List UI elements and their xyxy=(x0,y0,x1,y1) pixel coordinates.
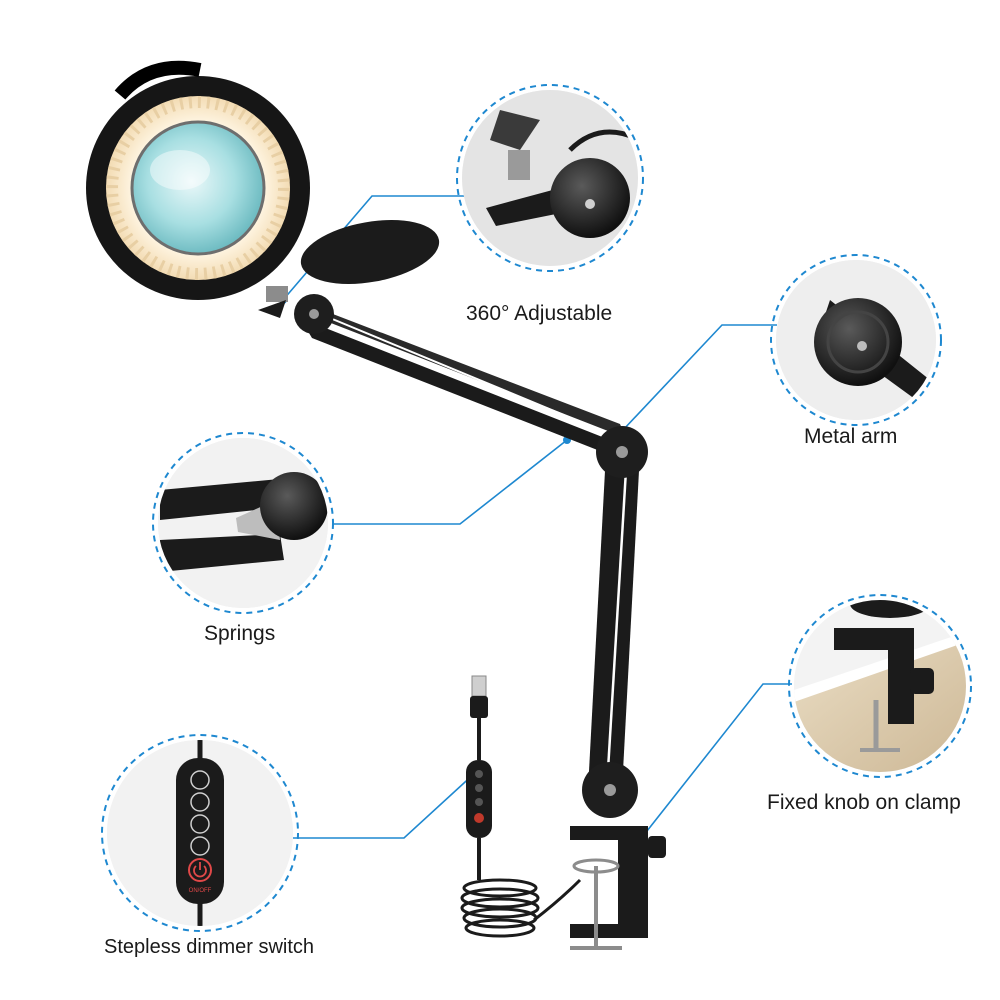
detail-circle-adjustable xyxy=(456,84,644,272)
power-icon xyxy=(188,858,212,882)
clamp-body xyxy=(618,826,648,938)
callout-lines xyxy=(282,195,792,851)
detail-circle-metal-arm xyxy=(770,254,942,426)
brightness-up-icon xyxy=(190,770,210,790)
caption-springs: Springs xyxy=(204,622,276,645)
lamp-head xyxy=(86,60,440,318)
color-temp-icon xyxy=(190,814,210,834)
callout-line-knob xyxy=(631,683,792,851)
timer-icon xyxy=(190,836,210,856)
detail-circle-dimmer: ON/OFF xyxy=(101,734,299,932)
caption-adjustable: 360° Adjustable xyxy=(466,302,613,325)
power-label: ON/OFF xyxy=(189,888,212,894)
lamp-arm xyxy=(294,294,666,950)
usb-plug xyxy=(471,675,487,697)
power-cable xyxy=(460,675,582,938)
clamp-knob xyxy=(648,836,666,858)
callout-line-metal-arm xyxy=(622,324,777,431)
brightness-down-icon xyxy=(190,792,210,812)
detail-circle-knob xyxy=(788,594,972,778)
detail-circle-springs xyxy=(152,432,334,614)
callout-line-springs xyxy=(332,439,568,525)
caption-knob: Fixed knob on clamp xyxy=(767,791,961,814)
dimmer-closeup xyxy=(176,758,224,904)
callout-line-dimmer xyxy=(293,771,477,839)
caption-metal-arm: Metal arm xyxy=(804,425,898,448)
caption-dimmer: Stepless dimmer switch xyxy=(104,936,315,958)
